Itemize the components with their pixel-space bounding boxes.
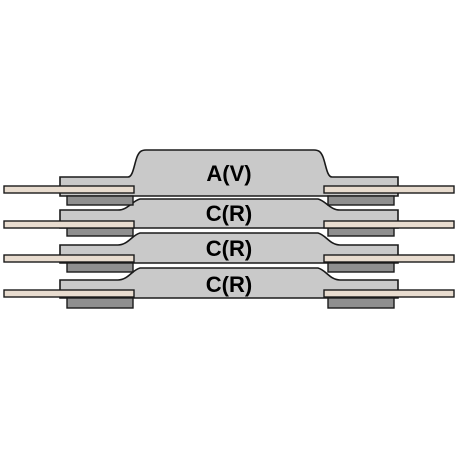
wire-left-3	[3, 254, 135, 263]
layer-label-4: C(R)	[206, 272, 252, 297]
layer-label-3: C(R)	[206, 236, 252, 261]
pad-right-3	[327, 262, 395, 273]
wire-left-1	[3, 185, 135, 194]
wire-right-1	[323, 185, 455, 194]
pad-left-2	[66, 227, 134, 237]
layer-label-1: A(V)	[206, 161, 251, 186]
wire-left-2	[3, 220, 135, 229]
wire-left-4	[3, 289, 135, 298]
layer-label-2: C(R)	[206, 201, 252, 226]
layer-a-body	[59, 149, 399, 197]
layer-stack: A(V) C(R) C(R) C(R)	[3, 149, 455, 309]
pad-left-1	[66, 195, 134, 206]
pad-right-4	[327, 297, 395, 309]
layer-c-body-2	[59, 232, 399, 264]
wire-right-4	[323, 289, 455, 298]
pad-left-4	[66, 297, 134, 309]
layer-c-body-3	[59, 267, 399, 299]
wire-right-3	[323, 254, 455, 263]
layer-c-body-1	[59, 198, 399, 229]
pad-right-2	[327, 227, 395, 237]
pad-right-1	[327, 195, 395, 206]
pad-left-3	[66, 262, 134, 273]
wire-right-2	[323, 220, 455, 229]
